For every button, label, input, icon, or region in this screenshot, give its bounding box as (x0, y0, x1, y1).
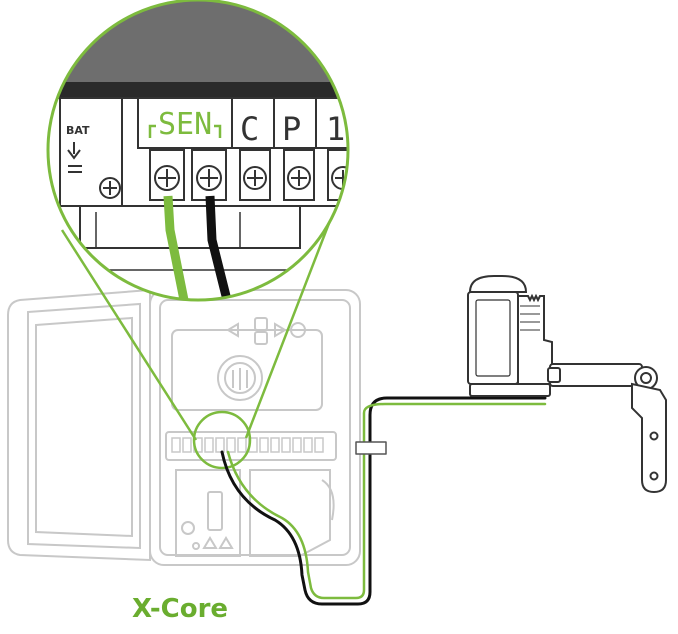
rain-sensor-device (467, 275, 667, 494)
black-wire (205, 195, 237, 300)
terminal-p-label: P (282, 110, 301, 148)
callout-circle (46, 0, 350, 302)
terminal-1-label: 1 (326, 110, 345, 148)
product-name-label: X-Core (131, 594, 229, 624)
terminal-screws (149, 149, 348, 201)
green-wire (163, 195, 193, 300)
controller-housing (7, 288, 361, 566)
terminal-callout: BAT SEN C P 1 (46, 0, 350, 302)
sen-label: SEN (158, 107, 212, 142)
zoom-target-circle (192, 410, 252, 470)
bat-label: BAT (66, 124, 90, 137)
sensor-cable (220, 396, 547, 606)
terminal-c-label: C (240, 110, 259, 148)
zoom-lines (60, 199, 340, 441)
